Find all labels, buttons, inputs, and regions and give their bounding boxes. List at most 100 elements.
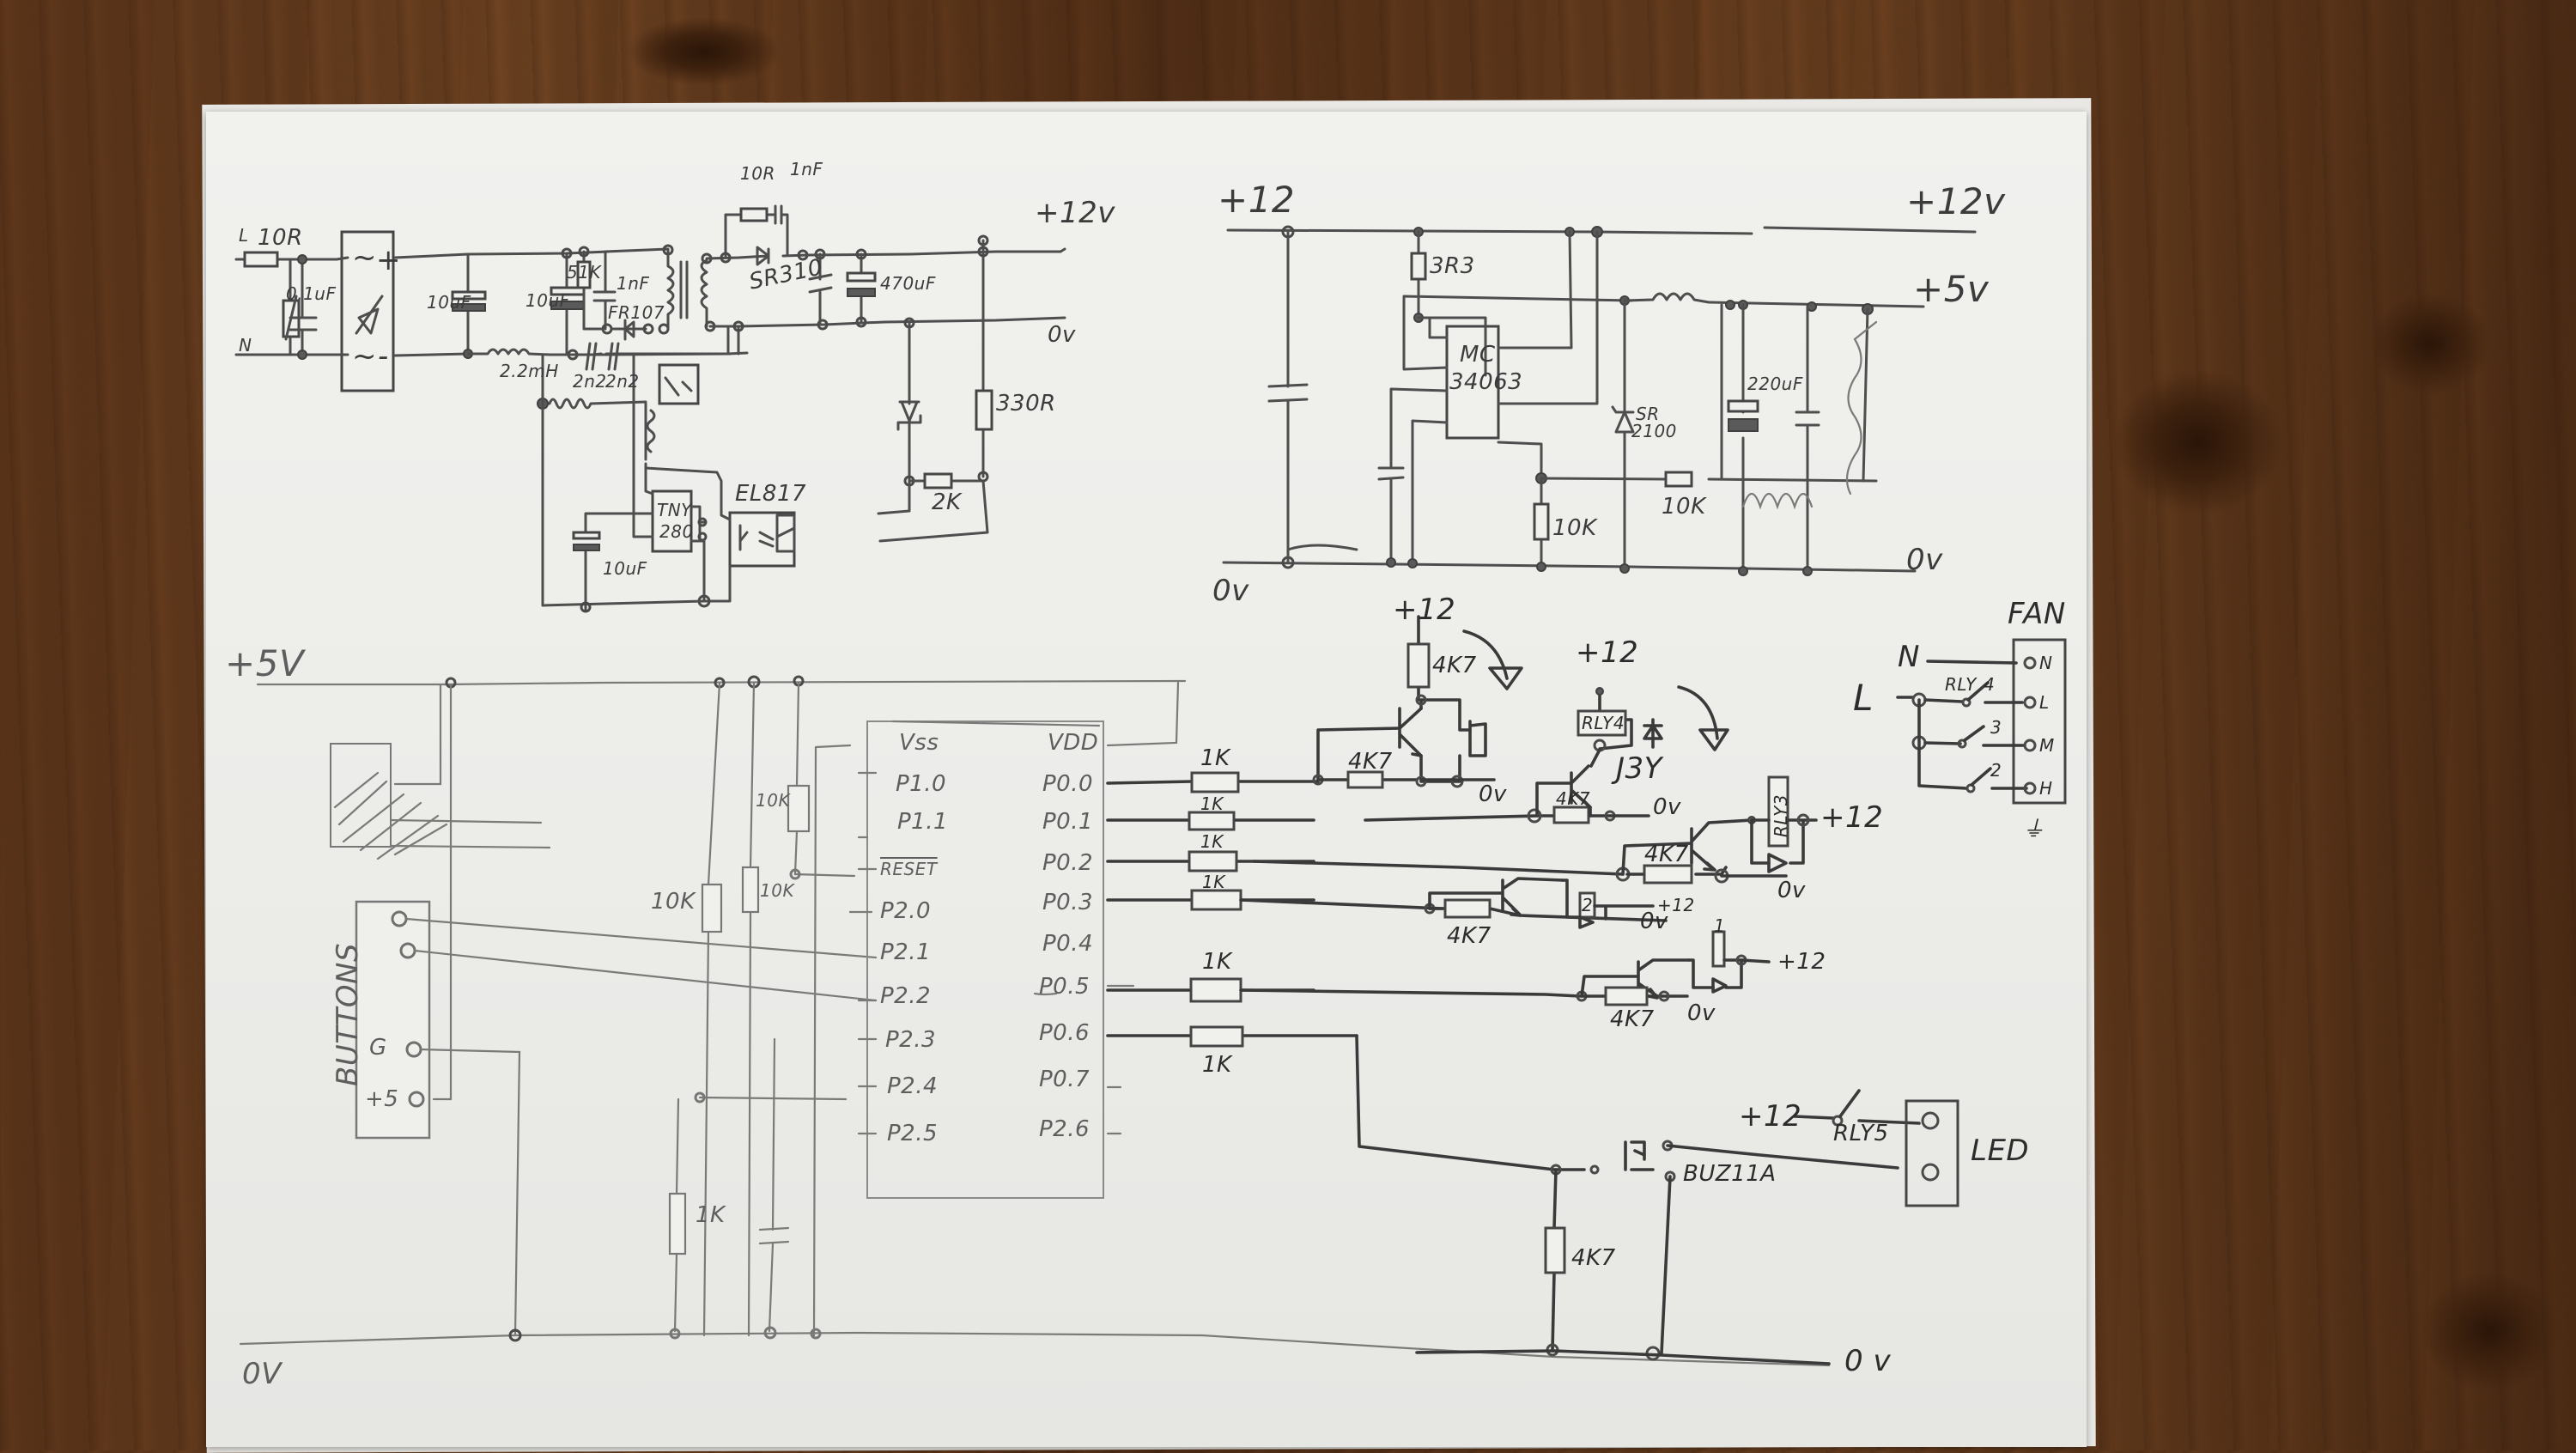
label-rail-0v: 0v bbox=[1048, 322, 1076, 348]
buck-inductor bbox=[1623, 292, 1710, 304]
output-ceramic-cap bbox=[808, 273, 833, 294]
pullup-10K-reset bbox=[787, 784, 811, 833]
pin-p2-0: P2.0 bbox=[880, 898, 932, 924]
label-relay3-supply: +12 bbox=[1820, 800, 1884, 835]
label-buck-input-12: +12 bbox=[1218, 179, 1296, 221]
relay3-diode bbox=[1767, 853, 1788, 873]
label-buttons-ground-pin: G bbox=[369, 1035, 387, 1061]
label-bridge-ac1: ~ bbox=[352, 240, 377, 275]
label-led-supply: +12 bbox=[1739, 1099, 1802, 1134]
pin-p0-6: P0.6 bbox=[1039, 1020, 1091, 1046]
snubber-resistor-10R bbox=[739, 207, 769, 222]
relay4-coil bbox=[1577, 709, 1627, 737]
wood-knot bbox=[2112, 369, 2284, 515]
label-led-load: LED bbox=[1971, 1134, 2030, 1168]
wood-knot bbox=[627, 17, 781, 86]
label-mcu-rail-5v: +5V bbox=[225, 642, 305, 684]
pin-p0-1: P0.1 bbox=[1042, 809, 1094, 835]
transformer-primary bbox=[666, 248, 675, 331]
label-pullup-10K-1: 10K bbox=[651, 889, 696, 915]
buttons-connector bbox=[355, 900, 431, 1140]
relay3-coil bbox=[1767, 775, 1789, 848]
label-mcu-rail-0v: 0V bbox=[242, 1357, 282, 1391]
label-bridge-ac2: ~ bbox=[352, 339, 377, 374]
dc-bus-negative bbox=[393, 352, 470, 357]
pin-p2-1: P2.1 bbox=[880, 939, 932, 965]
relay3-base-resistor bbox=[1643, 864, 1693, 885]
gate-resistor-4K7 bbox=[1544, 1226, 1566, 1274]
buzzer-pullup bbox=[1406, 642, 1431, 689]
wood-knot bbox=[2370, 292, 2490, 395]
label-bridge-plus: + bbox=[376, 243, 401, 277]
label-fan-neutral: N bbox=[1898, 640, 1920, 674]
label-fan-contact-2: 2 bbox=[1990, 760, 2002, 781]
label-led-rail-0v: 0 v bbox=[1844, 1344, 1892, 1378]
relay4-flyback-diode bbox=[1643, 718, 1663, 749]
label-buck-rail-5v: +5v bbox=[1913, 268, 1990, 310]
scribble-out bbox=[1845, 320, 1878, 495]
pin-p1-1: P1.1 bbox=[897, 809, 949, 835]
sense-resistor-3R3 bbox=[1410, 252, 1427, 281]
series-res-p05 bbox=[1189, 977, 1242, 1003]
pin-vdd: VDD bbox=[1048, 730, 1099, 756]
label-pullup-10K-reset: 10K bbox=[756, 790, 791, 811]
pin-p2-5: P2.5 bbox=[887, 1121, 939, 1146]
dc-bus-positive bbox=[393, 250, 610, 259]
ground-arrow-1 bbox=[1462, 629, 1523, 690]
label-buck-rail-0v-left: 0v bbox=[1212, 574, 1249, 608]
buck-converter-5v bbox=[1222, 225, 1977, 576]
label-relay1-coil: 1 bbox=[1714, 915, 1726, 936]
label-buttons-connector: BUTTONS bbox=[331, 942, 365, 1086]
pin-p2-4: P2.4 bbox=[887, 1073, 939, 1099]
label-buttons-5v-pin: +5 bbox=[365, 1086, 399, 1112]
label-feedback-10K-a: 10K bbox=[1552, 515, 1597, 541]
series-res-p03 bbox=[1190, 889, 1242, 911]
series-res-p02 bbox=[1188, 850, 1238, 872]
feedback-resistor-10K-b bbox=[1664, 471, 1693, 488]
series-res-p06 bbox=[1189, 1025, 1244, 1048]
label-fuse-10R: 10R bbox=[258, 225, 303, 251]
label-output-cap: 470uF bbox=[880, 273, 936, 294]
label-buzzer-ground: 0v bbox=[1479, 781, 1507, 807]
label-reset-resistor: 1K bbox=[696, 1202, 726, 1228]
y-cap-1 bbox=[585, 342, 598, 371]
label-snubber-resistor: 51K bbox=[567, 262, 602, 283]
label-tny-number: 280 bbox=[659, 521, 694, 542]
label-relay4-ground: 0v bbox=[1653, 794, 1681, 820]
output-cap-470uF bbox=[846, 271, 877, 283]
label-catch-diode-2100: 2100 bbox=[1631, 421, 1677, 441]
fan-connector bbox=[1896, 638, 2067, 805]
label-snubber-diode: FR107 bbox=[608, 302, 665, 323]
label-relay3-base-res: 4K7 bbox=[1644, 842, 1689, 867]
label-bulk-cap-1: 10uF bbox=[427, 292, 471, 313]
label-y-cap-1: 2n2 bbox=[573, 371, 607, 392]
pin-p0-0: P0.0 bbox=[1042, 771, 1094, 797]
label-series-res-p06: 1K bbox=[1202, 1052, 1232, 1078]
mc34063-ic bbox=[1445, 325, 1500, 440]
label-secondary-snubber-resistor: 10R bbox=[740, 163, 775, 184]
label-series-res-p02: 1K bbox=[1200, 831, 1224, 852]
label-series-res-p03: 1K bbox=[1202, 872, 1225, 892]
label-led-relay: RLY5 bbox=[1833, 1121, 1889, 1146]
label-fan-contact-4: 4 bbox=[1984, 674, 1996, 695]
label-y-cap-2: 2n2 bbox=[605, 371, 640, 392]
snubber-cap bbox=[592, 290, 617, 302]
pullup-10K-1 bbox=[701, 883, 723, 933]
label-ic-34063: 34063 bbox=[1449, 369, 1523, 395]
relay1-diode bbox=[1711, 977, 1728, 994]
rail-5v bbox=[256, 679, 1187, 686]
mosfet-buz11a bbox=[1624, 1140, 1655, 1171]
y-cap-2 bbox=[607, 342, 620, 371]
label-relay3-ground: 0v bbox=[1777, 878, 1806, 903]
snubber-diode bbox=[610, 319, 647, 341]
pin-p0-4: P0.4 bbox=[1042, 931, 1094, 957]
microcontroller-section bbox=[239, 675, 1831, 1367]
label-x-cap: 0.1uF bbox=[286, 283, 337, 304]
label-mosfet: BUZ11A bbox=[1683, 1161, 1777, 1187]
led-driver bbox=[1355, 1034, 1959, 1365]
label-relay1-supply: +12 bbox=[1777, 949, 1826, 975]
label-optocoupler: EL817 bbox=[735, 481, 807, 507]
output-cap-220uF bbox=[1727, 399, 1759, 413]
label-tny-name: TNY bbox=[657, 500, 692, 520]
label-fan-contact-3: 3 bbox=[1990, 717, 2002, 738]
